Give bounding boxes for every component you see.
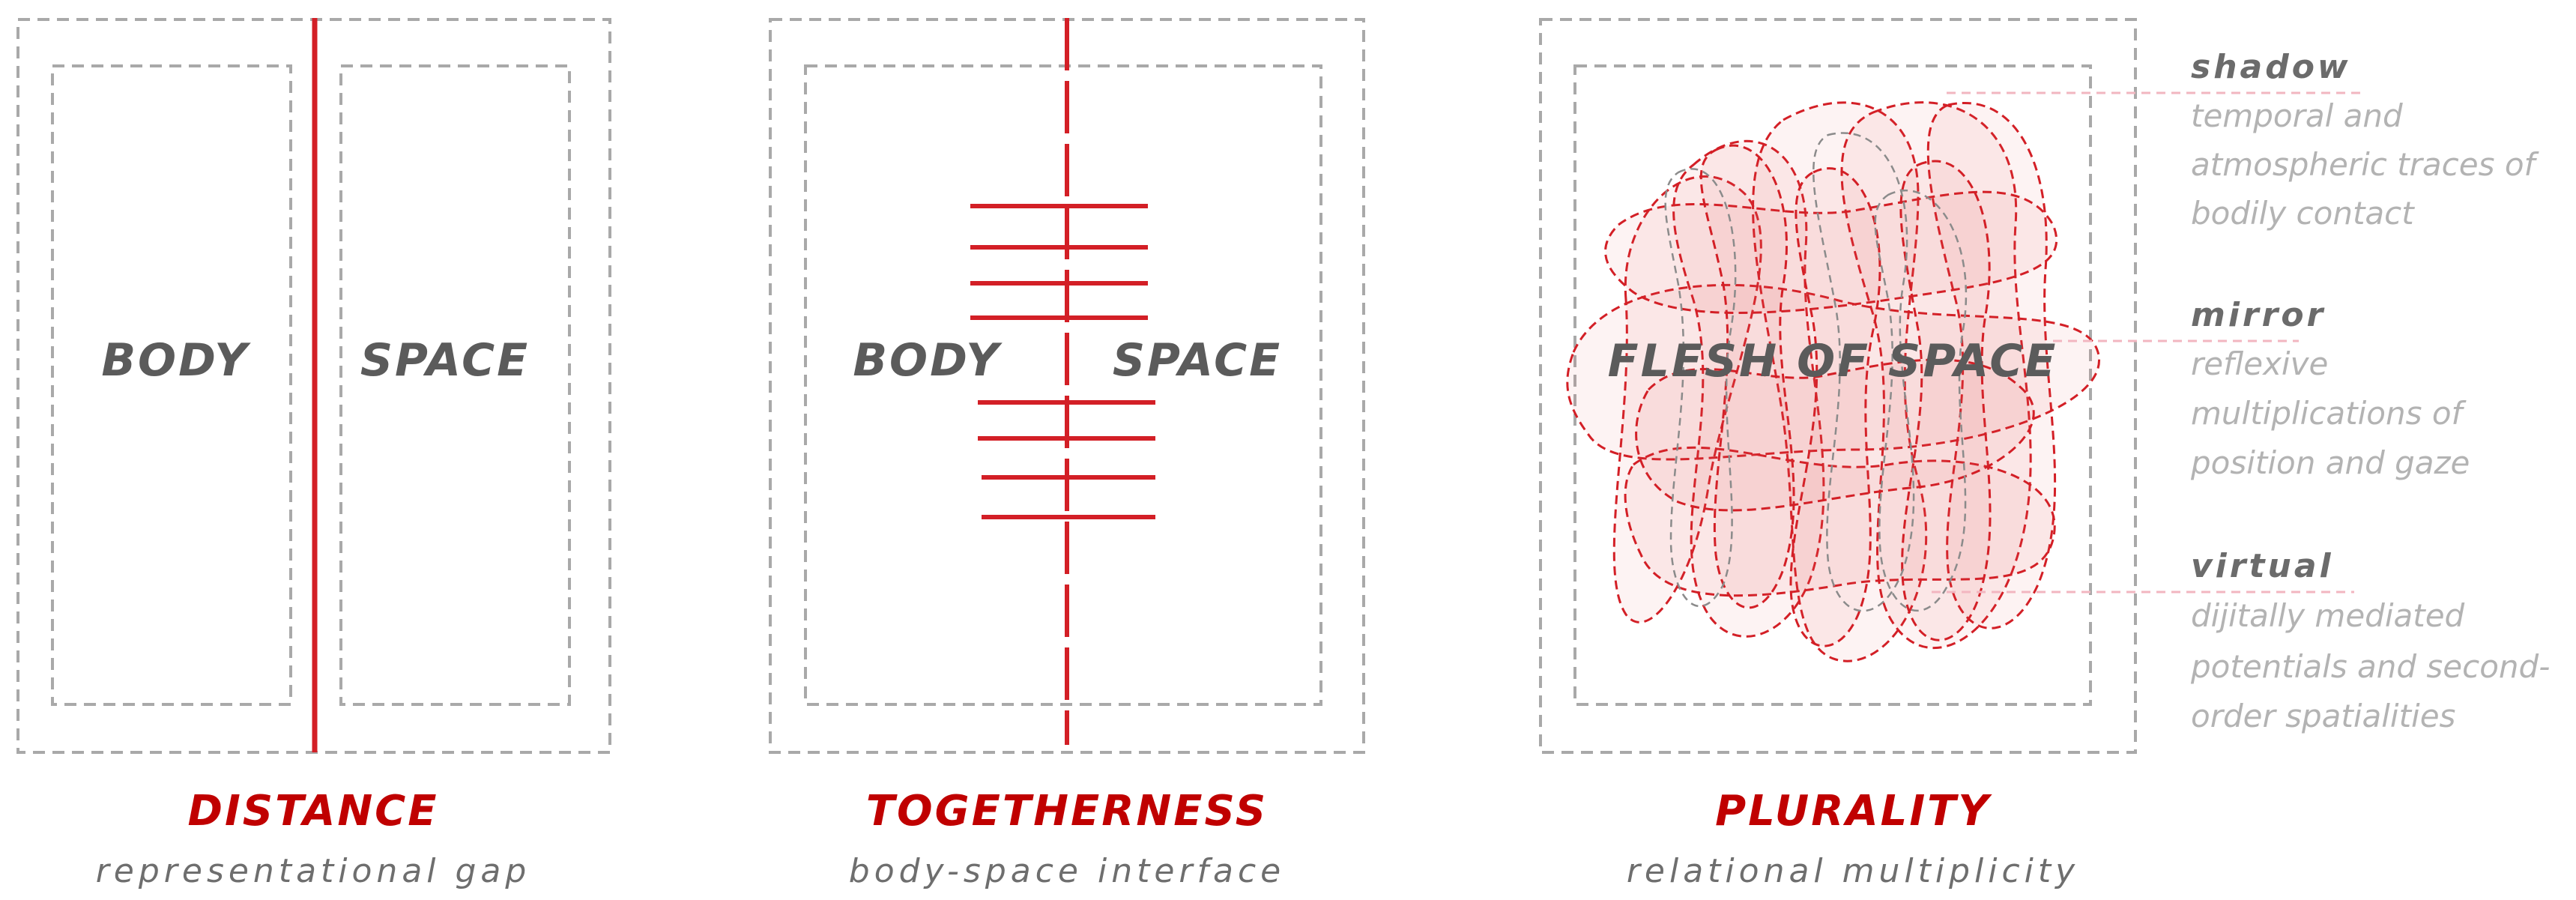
shadow-desc-line-3: bodily contact [2191, 195, 2415, 232]
caption-distance: DISTANCE representational gap [96, 787, 531, 890]
plurality-subtitle: relational multiplicity [1627, 852, 2079, 890]
tangled-loop [1566, 283, 2101, 461]
plurality-outer-frame [1539, 18, 2137, 754]
distance-space-label: SPACE [360, 334, 530, 387]
mirror-desc-line-3: position and gaze [2190, 444, 2470, 481]
plurality-inner-box [1573, 64, 2092, 706]
annotation-virtual: virtual dijitally mediated potentials an… [1932, 547, 2550, 734]
panel-distance: BODY SPACE [16, 18, 611, 754]
tangled-loop [1789, 167, 1881, 647]
togetherness-body-label: BODY [853, 334, 1003, 387]
tangled-loop [1899, 160, 1992, 641]
distance-title: DISTANCE [187, 787, 438, 836]
distance-body-label: BODY [101, 334, 251, 387]
plurality-title: PLURALITY [1715, 787, 1992, 836]
togetherness-inner-box [804, 64, 1322, 706]
tangled-loop [1699, 144, 1795, 609]
caption-togetherness: TOGETHERNESS body-space interface [849, 787, 1285, 890]
mirror-desc-line-1: reflexive [2191, 345, 2328, 382]
tangled-loop-grey [1812, 132, 1915, 612]
tangled-loop [1604, 190, 2058, 314]
tangled-loop [1635, 358, 2035, 512]
annotation-shadow: shadow temporal and atmospheric traces o… [1947, 48, 2540, 232]
shadow-desc-line-1: temporal and [2191, 97, 2403, 134]
interface-rungs [970, 204, 1155, 519]
togetherness-space-label: SPACE [1113, 334, 1282, 387]
tangled-loop [1840, 101, 2032, 650]
plurality-center-label: FLESH OF SPACE [1608, 335, 2058, 387]
virtual-term: virtual [2191, 547, 2334, 585]
tangled-loop-grey [1874, 190, 1968, 612]
tangled-loops [1566, 101, 2101, 662]
distance-subtitle: representational gap [96, 852, 531, 890]
shadow-term: shadow [2191, 48, 2351, 86]
virtual-desc-line-3: order spatialities [2191, 698, 2455, 734]
distance-space-box [339, 64, 571, 706]
tangled-loop [1624, 446, 2056, 597]
virtual-desc-line-2: potentials and second- [2190, 648, 2550, 685]
panel-togetherness: BODY SPACE [769, 18, 1365, 754]
togetherness-subtitle: body-space interface [849, 852, 1285, 890]
tangled-loop [1926, 102, 2057, 629]
shadow-desc-line-2: atmospheric traces of [2191, 146, 2540, 183]
tangled-loop-grey [1664, 168, 1737, 608]
distance-body-box [51, 64, 292, 706]
mirror-term: mirror [2191, 296, 2326, 334]
caption-plurality: PLURALITY relational multiplicity [1627, 787, 2079, 890]
annotation-mirror: mirror reflexive multiplications of posi… [2053, 296, 2470, 481]
mirror-desc-line-2: multiplications of [2191, 395, 2467, 432]
togetherness-title: TOGETHERNESS [866, 787, 1268, 836]
panel-plurality: FLESH OF SPACE [1539, 18, 2137, 754]
virtual-desc-line-1: dijitally mediated [2191, 597, 2465, 634]
